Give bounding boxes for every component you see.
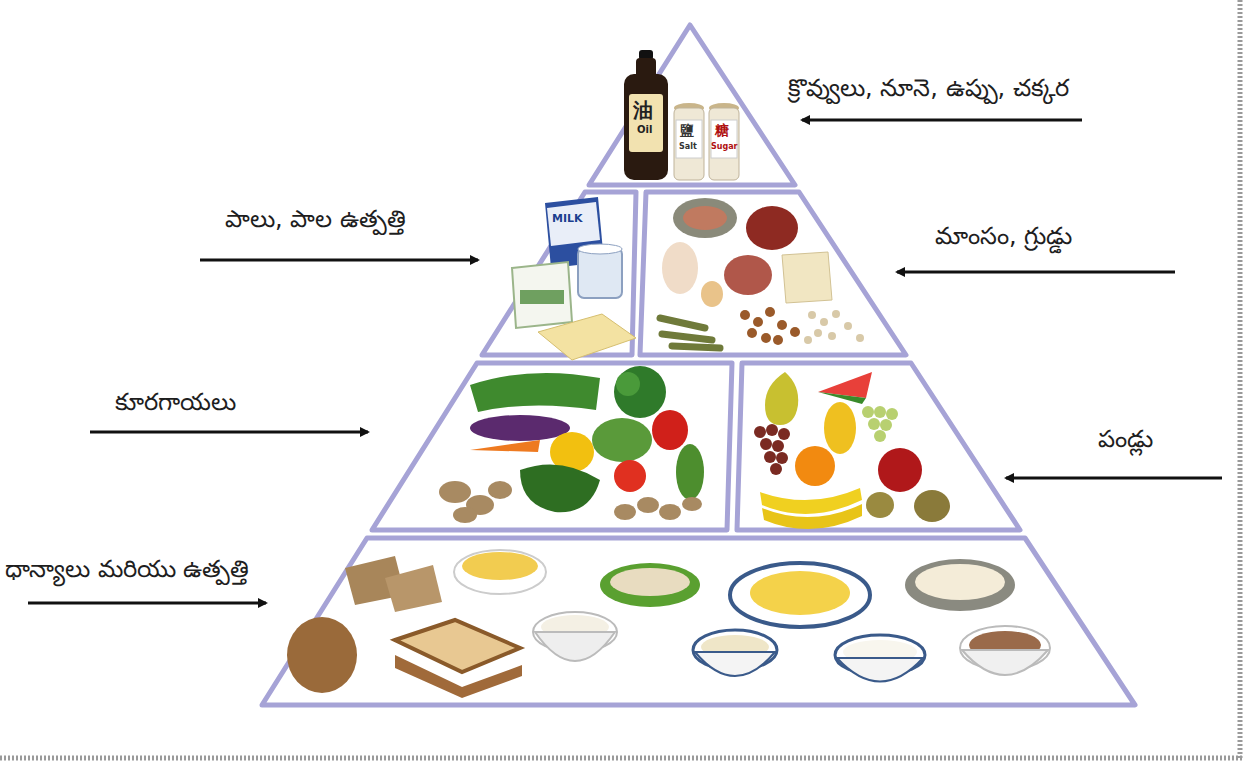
dotted-border [1238,0,1243,758]
jar-text: Sugar [711,142,738,152]
meat-eggs-beans [660,198,864,348]
group-label: ధాన్యాలు మరియు ఉత్పత్తి [5,555,249,584]
jar-text: 鹽 [680,122,694,139]
jar-text: Salt [679,142,697,152]
bottle-text: 油 [633,98,653,122]
group-label: కూరగాయలు [115,388,236,417]
bottle-text: Oil [637,124,652,136]
vegetables [439,366,704,523]
fruits [754,372,950,529]
pyramid-tiers [262,25,1135,705]
milk-products [512,197,636,360]
dotted-border [0,756,1242,761]
group-label: మాంసం, గ్రుడ్డు [935,222,1072,251]
carton-text: MILK [552,212,583,225]
group-label: క్రొవ్వులు, నూనె, ఉప్పు, చక్కర [788,74,1069,103]
jar-text: 糖 [715,122,729,139]
group-label: పండ్లు [1098,425,1153,454]
oil-salt-sugar [624,50,739,180]
pointer-arrows [28,120,1222,603]
group-label: పాలు, పాల ఉత్పత్తి [225,205,406,234]
grains [287,550,1050,698]
